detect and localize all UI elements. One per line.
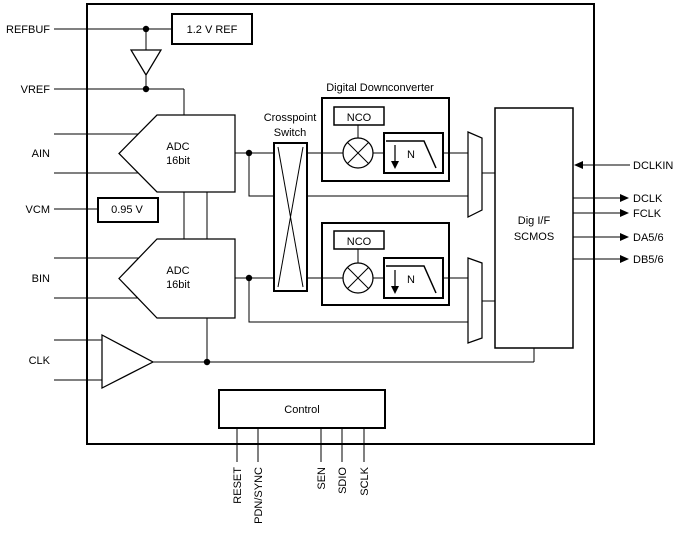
block-adc-b: [118, 238, 236, 319]
pin-label-da56: DA5/6: [633, 232, 664, 244]
arrow-da56-out-icon: [620, 233, 629, 241]
chip-boundary: [86, 3, 595, 445]
mux-a-icon: [467, 131, 483, 219]
pin-label-dclkin: DCLKIN: [633, 160, 673, 172]
pin-label-refbuf: REFBUF: [6, 24, 50, 36]
label-adc-a-1: ADC: [166, 141, 189, 153]
label-control: Control: [284, 404, 319, 416]
label-nco-b: NCO: [347, 236, 372, 248]
pin-label-ain: AIN: [32, 148, 50, 160]
block-crosspoint-switch: [273, 142, 308, 292]
pin-label-sen: SEN: [316, 467, 328, 490]
pin-label-dclk: DCLK: [633, 193, 663, 205]
pin-label-pdnsync: PDN/SYNC: [253, 467, 265, 524]
wires: [54, 28, 630, 462]
ref-buffer-amp-icon: [129, 49, 163, 77]
crosspoint-x-diag2: [277, 146, 304, 288]
arrowheads: [574, 161, 629, 263]
block-ddc-a: [321, 97, 450, 182]
label-decimation-a: N: [407, 149, 415, 161]
junction-adc-a-out: [245, 149, 253, 157]
label-decimation-b: N: [407, 274, 415, 286]
junction-refbuf: [142, 25, 150, 33]
block-1v2-ref: [171, 13, 253, 45]
junction-dots: [142, 25, 253, 366]
wire-bypass-b: [248, 278, 468, 323]
label-adc-a-2: 16bit: [166, 155, 190, 167]
lowpass-curve-b-icon: [386, 265, 437, 294]
pin-label-clk: CLK: [29, 355, 51, 367]
lowpass-curve-a-icon: [386, 140, 437, 169]
label-crosspoint-1: Crosspoint: [264, 112, 317, 124]
arrow-dclkin-in-icon: [574, 161, 583, 169]
block-adc-a: [118, 114, 236, 193]
junction-vref: [142, 85, 150, 93]
label-ddc-title: Digital Downconverter: [326, 82, 434, 94]
block-nco-a: [333, 106, 385, 126]
clock-buffer-icon: [101, 333, 155, 390]
arrow-db56-out-icon: [620, 255, 629, 263]
down-arrow-b-head: [391, 286, 399, 294]
pin-label-sclk: SCLK: [359, 466, 371, 495]
wire-bypass-a: [248, 153, 468, 197]
junction-clk: [203, 358, 211, 366]
label-adc-b-1: ADC: [166, 265, 189, 277]
label-dig-if-1: Dig I/F: [518, 215, 551, 227]
pin-label-db56: DB5/6: [633, 254, 664, 266]
junction-adc-b-out: [245, 274, 253, 282]
block-0v95-vcm: [97, 197, 159, 223]
mixer-b-x2: [347, 267, 369, 289]
arrow-dclk-out-icon: [620, 194, 629, 202]
label-crosspoint-2: Switch: [274, 127, 306, 139]
pin-label-sdio: SDIO: [337, 467, 349, 494]
label-adc-b-2: 16bit: [166, 279, 190, 291]
block-dig-if: [494, 107, 574, 349]
block-ddc-b: [321, 222, 450, 306]
pin-label-reset: RESET: [232, 467, 244, 504]
block-nco-b: [333, 230, 385, 250]
label-0v95: 0.95 V: [111, 204, 143, 216]
down-arrow-a-head: [391, 161, 399, 169]
label-nco-a: NCO: [347, 112, 372, 124]
label-dig-if-2: SCMOS: [514, 231, 554, 243]
pin-label-vref: VREF: [21, 84, 51, 96]
mixer-a-x2: [347, 142, 369, 164]
label-1v2-ref: 1.2 V REF: [187, 24, 238, 36]
pin-label-fclk: FCLK: [633, 208, 662, 220]
pin-label-vcm: VCM: [26, 204, 50, 216]
arrow-fclk-out-icon: [620, 209, 629, 217]
block-control: [218, 389, 386, 429]
mux-b-icon: [467, 257, 483, 344]
pin-label-bin: BIN: [32, 273, 50, 285]
